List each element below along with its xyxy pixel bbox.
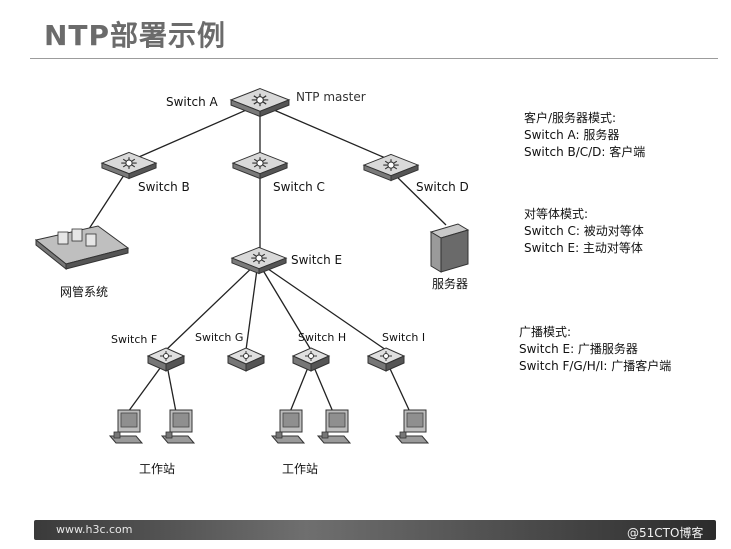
switch-g-label: Switch G: [195, 331, 244, 344]
switch-i-icon: [367, 347, 405, 372]
switch-e-label: Switch E: [291, 253, 343, 267]
page-title: NTP部署示例: [44, 19, 227, 52]
switch-h-label: Switch H: [298, 331, 347, 344]
switch-i-label: Switch I: [382, 331, 426, 344]
note-line: Switch A: 服务器: [524, 128, 620, 142]
workstation-icon: [271, 409, 305, 444]
note-heading: 客户/服务器模式:: [524, 111, 617, 125]
switch-e-icon: [231, 246, 287, 275]
switch-d-label: Switch D: [416, 180, 469, 194]
switch-b-icon: [101, 151, 157, 180]
switch-f-icon: [147, 347, 185, 372]
nms-label: 网管系统: [60, 285, 109, 299]
workstation-icon: [317, 409, 351, 444]
title-divider: [30, 58, 718, 59]
switch-g-icon: [227, 347, 265, 372]
note-heading: 广播模式:: [519, 325, 572, 339]
note-line: Switch E: 广播服务器: [519, 342, 638, 356]
peer-mode-note: 对等体模式: Switch C: 被动对等体 Switch E: 主动对等体: [524, 206, 644, 257]
footer-bar: www.h3c.com: [34, 520, 716, 540]
switch-c-label: Switch C: [273, 180, 325, 194]
switch-b-label: Switch B: [138, 180, 190, 194]
note-heading: 对等体模式:: [524, 207, 589, 221]
watermark: @51CTO博客: [627, 526, 704, 540]
workstation-label: 工作站: [139, 462, 176, 476]
workstation-label: 工作站: [282, 462, 319, 476]
note-line: Switch B/C/D: 客户端: [524, 145, 646, 159]
ntp-master-label: NTP master: [296, 90, 366, 104]
note-line: Switch C: 被动对等体: [524, 224, 644, 238]
workstation-icon: [161, 409, 195, 444]
workstation-icon: [395, 409, 429, 444]
note-line: Switch F/G/H/I: 广播客户端: [519, 359, 672, 373]
switch-h-icon: [292, 347, 330, 372]
workstation-icon: [109, 409, 143, 444]
note-line: Switch E: 主动对等体: [524, 241, 643, 255]
server-label: 服务器: [432, 277, 469, 291]
client-server-mode-note: 客户/服务器模式: Switch A: 服务器 Switch B/C/D: 客户…: [524, 110, 645, 161]
switch-d-icon: [363, 153, 419, 182]
switch-a-label: Switch A: [166, 95, 218, 109]
switch-f-label: Switch F: [111, 333, 158, 346]
broadcast-mode-note: 广播模式: Switch E: 广播服务器 Switch F/G/H/I: 广播…: [519, 324, 671, 375]
switch-c-icon: [232, 151, 288, 180]
nms-icon: [34, 225, 130, 271]
footer-url[interactable]: www.h3c.com: [56, 523, 133, 536]
server-icon: [429, 223, 470, 273]
